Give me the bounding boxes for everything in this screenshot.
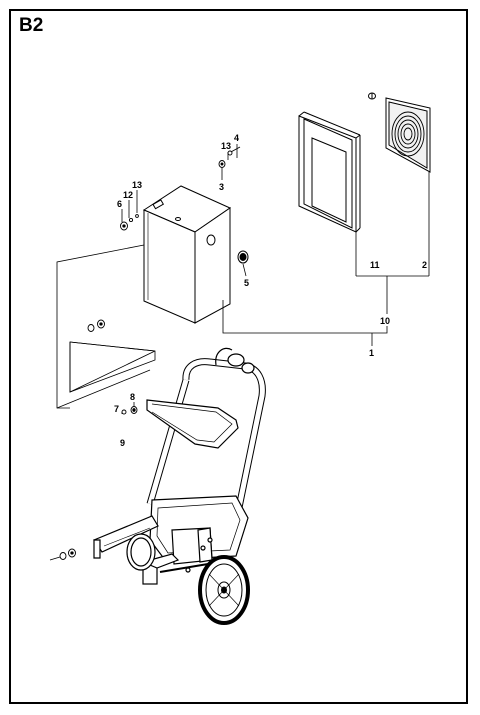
trolley-wheel <box>198 555 250 625</box>
trolley-frame <box>93 347 266 585</box>
vent-grille <box>385 97 431 173</box>
callout-5: 5 <box>244 278 249 288</box>
callout-2: 2 <box>422 260 427 270</box>
callout-7: 7 <box>114 404 119 414</box>
callout-1: 1 <box>369 348 374 358</box>
callout-12: 12 <box>123 190 133 200</box>
callout-13-top: 13 <box>221 141 231 151</box>
box-fasteners-left <box>120 214 139 231</box>
callout-13-left: 13 <box>132 180 142 190</box>
gasket-frame <box>298 111 361 233</box>
plate-washers <box>87 319 105 332</box>
callout-11: 11 <box>370 260 380 270</box>
cable-gland <box>237 250 249 264</box>
box-fasteners-top <box>218 146 241 168</box>
callout-9: 9 <box>120 438 125 448</box>
handle-fasteners <box>121 406 138 415</box>
callout-8: 8 <box>130 392 135 402</box>
callout-labels: 4 13 3 13 12 6 5 11 2 10 1 8 7 9 <box>114 133 427 448</box>
control-box <box>142 185 232 324</box>
callout-10: 10 <box>380 316 390 326</box>
axle-washers <box>49 548 76 561</box>
mounting-plate <box>56 244 156 409</box>
callout-4: 4 <box>234 133 239 143</box>
callout-3: 3 <box>219 182 224 192</box>
page-frame <box>9 9 468 704</box>
leader-lines <box>121 144 430 414</box>
grille-screw <box>368 92 376 100</box>
section-title: B2 <box>19 15 44 36</box>
callout-6: 6 <box>117 199 122 209</box>
